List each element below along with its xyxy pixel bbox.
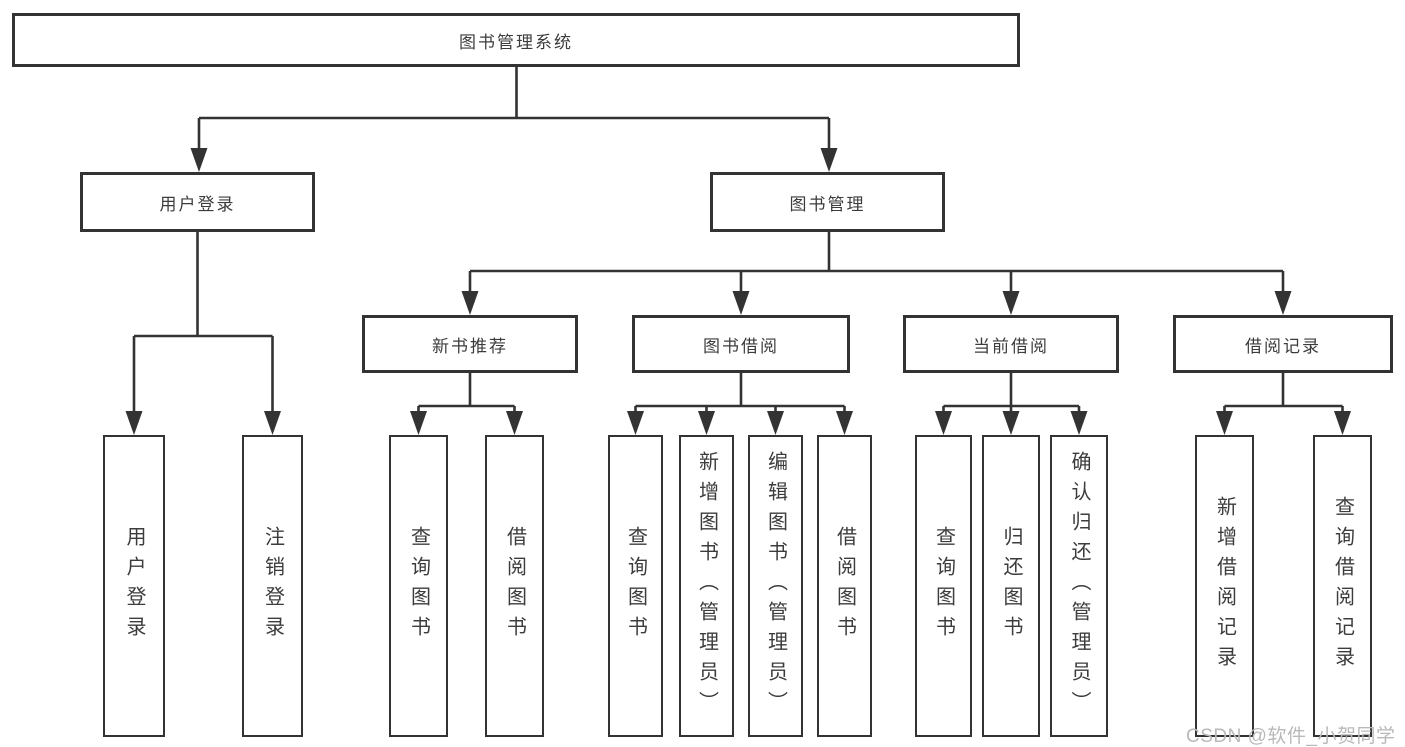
connector-root-to-level2 [197,67,831,152]
node-logout: 注销登录 [242,435,303,737]
node-query-books-recommend: 查询图书 [389,435,448,737]
arrowhead-icon [698,411,715,435]
arrowhead-icon [1216,411,1233,435]
arrowhead-icon [461,291,479,315]
node-borrow-books-borrowing: 借阅图书 [817,435,872,737]
node-login: 用户登录 [103,435,165,737]
arrowhead-icon [1334,411,1351,435]
node-current-borrowing: 当前借阅 [903,315,1119,373]
node-confirm-return-admin: 确认归还（管理员） [1050,435,1108,737]
connector-current-borrowing-children [942,373,1081,412]
arrowhead-icon [732,291,750,315]
node-library-management-system: 图书管理系统 [12,13,1020,67]
node-borrowing-records: 借阅记录 [1173,315,1393,373]
node-user-login-module: 用户登录 [80,172,315,232]
arrowhead-icon [627,411,644,435]
node-return-books: 归还图书 [982,435,1040,737]
node-add-borrow-record: 新增借阅记录 [1195,435,1254,737]
node-borrow-books-recommend: 借阅图书 [485,435,544,737]
node-add-books-admin: 新增图书（管理员） [679,435,734,737]
connector-book-borrowing-children [634,373,846,412]
arrowhead-icon [1002,291,1020,315]
arrowhead-icon [410,411,427,435]
connector-new-book-children [417,373,516,412]
arrowhead-icon [1070,411,1088,435]
connector-borrowing-records-children [1223,373,1344,412]
arrowhead-icon [1274,291,1292,315]
arrowhead-icon [506,411,523,435]
node-book-management-module: 图书管理 [710,172,945,232]
arrowhead-icon [935,411,952,435]
node-query-borrow-record: 查询借阅记录 [1313,435,1372,737]
arrowhead-icon [264,411,281,435]
node-query-books-current: 查询图书 [915,435,972,737]
csdn-watermark: CSDN @软件_小贺同学 [1186,726,1396,747]
node-new-book-recommend: 新书推荐 [362,315,578,373]
node-edit-books-admin: 编辑图书（管理员） [748,435,803,737]
arrowhead-icon [1002,411,1020,435]
connector-book-management-children [468,232,1285,296]
arrowhead-icon [820,148,838,172]
arrowhead-icon [190,148,208,172]
node-book-borrowing: 图书借阅 [632,315,850,373]
connector-user-login-children [132,232,274,414]
arrowhead-icon [836,411,853,435]
arrowhead-icon [125,411,143,435]
node-query-books-borrowing: 查询图书 [608,435,663,737]
arrowhead-icon [767,411,784,435]
